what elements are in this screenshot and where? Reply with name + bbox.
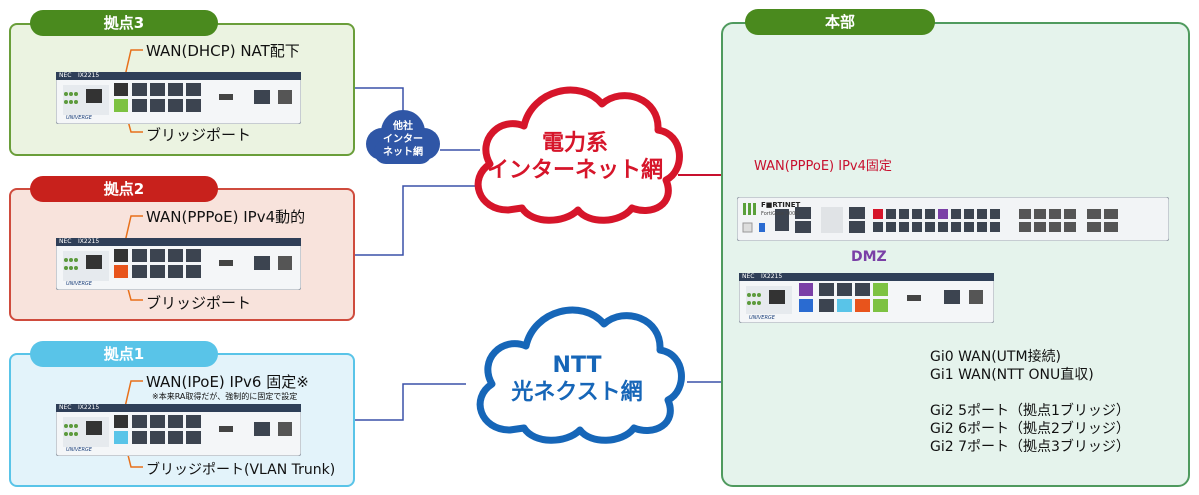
router-model: IX2215 <box>761 273 783 280</box>
hq-note-3: Gi2 5ポート（拠点1ブリッジ） <box>930 403 1130 419</box>
cloud-power-label: 電力系 インターネット網 <box>470 130 680 184</box>
fortigate-model: FortiGate 200G <box>761 211 800 217</box>
router-series-label: UNIVERGE <box>749 315 776 321</box>
site1-wan-label: WAN(IPoE) IPv6 固定※ <box>146 373 309 391</box>
site1-wan-note: ※本来RA取得だが、強制的に固定で設定 <box>152 392 298 401</box>
router-model: IX2215 <box>78 238 100 245</box>
dmz-label: DMZ <box>851 249 887 265</box>
cloud-other-label: 他社 インター ネット網 <box>370 120 436 159</box>
cloud-ntt <box>476 306 685 444</box>
router-series-label: UNIVERGE <box>66 447 93 453</box>
cloud-other-line-2: インター <box>383 134 423 145</box>
hq-box <box>721 22 1190 487</box>
router-site2: UNIVERGE NEC IX2215 <box>55 237 302 294</box>
site3-wan-label: WAN(DHCP) NAT配下 <box>146 42 300 60</box>
hq-note-1: Gi0 WAN(UTM接続) <box>930 349 1062 365</box>
router-hq: UNIVERGE NEC IX2215 <box>738 272 995 327</box>
router-brand: NEC <box>59 238 72 245</box>
cloud-ntt-line-2: 光ネクスト網 <box>511 380 643 405</box>
wan-pppoe-label: WAN(PPPoE) IPv4固定 <box>754 159 892 174</box>
site-tab-1: 拠点1 <box>30 341 218 367</box>
hq-note-5: Gi2 7ポート（拠点3ブリッジ） <box>930 439 1130 455</box>
hq-port-notes: Gi0 WAN(UTM接続) Gi1 WAN(NTT ONU直収) Gi2 5ポ… <box>930 348 1130 456</box>
hq-note-2: Gi1 WAN(NTT ONU直収) <box>930 367 1094 383</box>
hq-note-spacer <box>930 384 1130 402</box>
router-model: IX2215 <box>78 404 100 411</box>
site1-bridge-label: ブリッジポート(VLAN Trunk) <box>146 462 336 478</box>
site-tab-2: 拠点2 <box>30 176 218 202</box>
line-site2-power <box>355 185 478 256</box>
hq-note-4: Gi2 6ポート（拠点2ブリッジ） <box>930 421 1130 437</box>
cloud-power <box>474 86 683 224</box>
router-series-label: UNIVERGE <box>66 281 93 287</box>
router-brand: NEC <box>742 273 755 280</box>
line-site1-ntt <box>355 383 466 421</box>
hq-tab: 本部 <box>745 9 935 35</box>
site2-wan-label: WAN(PPPoE) IPv4動的 <box>146 208 306 226</box>
cloud-power-line-2: インターネット網 <box>486 158 663 183</box>
router-site3: UNIVERGE NEC IX2215 <box>55 71 302 128</box>
router-brand: NEC <box>59 72 72 79</box>
router-series-label: UNIVERGE <box>66 115 93 121</box>
cloud-other-line-3: ネット網 <box>383 147 423 158</box>
cloud-ntt-label: NTT 光ネクスト網 <box>472 352 682 406</box>
site3-bridge-label: ブリッジポート <box>146 126 252 144</box>
cloud-other-isp <box>366 110 440 164</box>
cloud-ntt-line-1: NTT <box>552 353 602 378</box>
router-model: IX2215 <box>78 72 100 79</box>
cloud-other-line-1: 他社 <box>393 121 413 132</box>
router-brand: NEC <box>59 404 72 411</box>
site-tab-3: 拠点3 <box>30 10 218 36</box>
cloud-power-line-1: 電力系 <box>541 131 608 156</box>
fortigate-brand: F■RTINET <box>761 201 801 209</box>
site2-bridge-label: ブリッジポート <box>146 294 252 312</box>
fortigate-device: F■RTINET FortiGate 200G <box>736 196 1170 245</box>
router-site1: UNIVERGE NEC IX2215 <box>55 403 302 460</box>
